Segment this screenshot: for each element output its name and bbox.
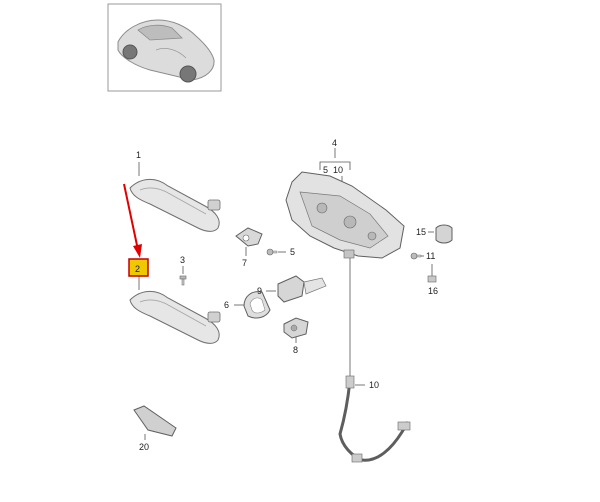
- part-6-gasket[interactable]: [243, 291, 271, 319]
- part-5-screw[interactable]: [266, 248, 278, 256]
- callout-1[interactable]: 1: [136, 150, 141, 160]
- callout-6[interactable]: 6: [224, 300, 229, 310]
- part-8-lock-insert[interactable]: [283, 317, 309, 339]
- part-10-cable[interactable]: [338, 375, 411, 463]
- callout-4[interactable]: 4: [332, 138, 337, 148]
- part-1-door-handle[interactable]: [129, 179, 221, 232]
- callout-labels: 1 2 3 4 5 10 5 6 7 8 9 10 11 15 16 20: [135, 138, 438, 452]
- callout-9[interactable]: 9: [257, 286, 262, 296]
- callout-2[interactable]: 2: [135, 264, 140, 274]
- highlight-box-part-2: [128, 258, 149, 277]
- part-9-lock-cylinder[interactable]: [277, 275, 327, 303]
- part-15-cap[interactable]: [435, 224, 453, 244]
- highlight-arrow: [123, 183, 142, 258]
- callout-20[interactable]: 20: [139, 442, 149, 452]
- part-16-clip[interactable]: [427, 275, 437, 283]
- part-20-tool[interactable]: [133, 405, 177, 437]
- callout-15[interactable]: 15: [416, 227, 426, 237]
- callout-8[interactable]: 8: [293, 345, 298, 355]
- part-3-screw[interactable]: [179, 275, 187, 286]
- callout-10[interactable]: 10: [369, 380, 379, 390]
- part-4-lock-mechanism[interactable]: [285, 171, 405, 259]
- callout-5-group[interactable]: 5: [323, 165, 328, 175]
- callout-10-group[interactable]: 10: [333, 165, 343, 175]
- part-2-door-handle[interactable]: [129, 291, 221, 344]
- car-icon: [117, 19, 215, 83]
- callout-7[interactable]: 7: [242, 258, 247, 268]
- callout-11[interactable]: 11: [426, 251, 435, 261]
- callout-16[interactable]: 16: [428, 286, 438, 296]
- car-thumbnail[interactable]: [107, 3, 222, 92]
- part-11-screw[interactable]: [410, 252, 422, 260]
- part-7-bracket[interactable]: [235, 227, 263, 247]
- callout-3[interactable]: 3: [180, 255, 185, 265]
- callout-5[interactable]: 5: [290, 247, 295, 257]
